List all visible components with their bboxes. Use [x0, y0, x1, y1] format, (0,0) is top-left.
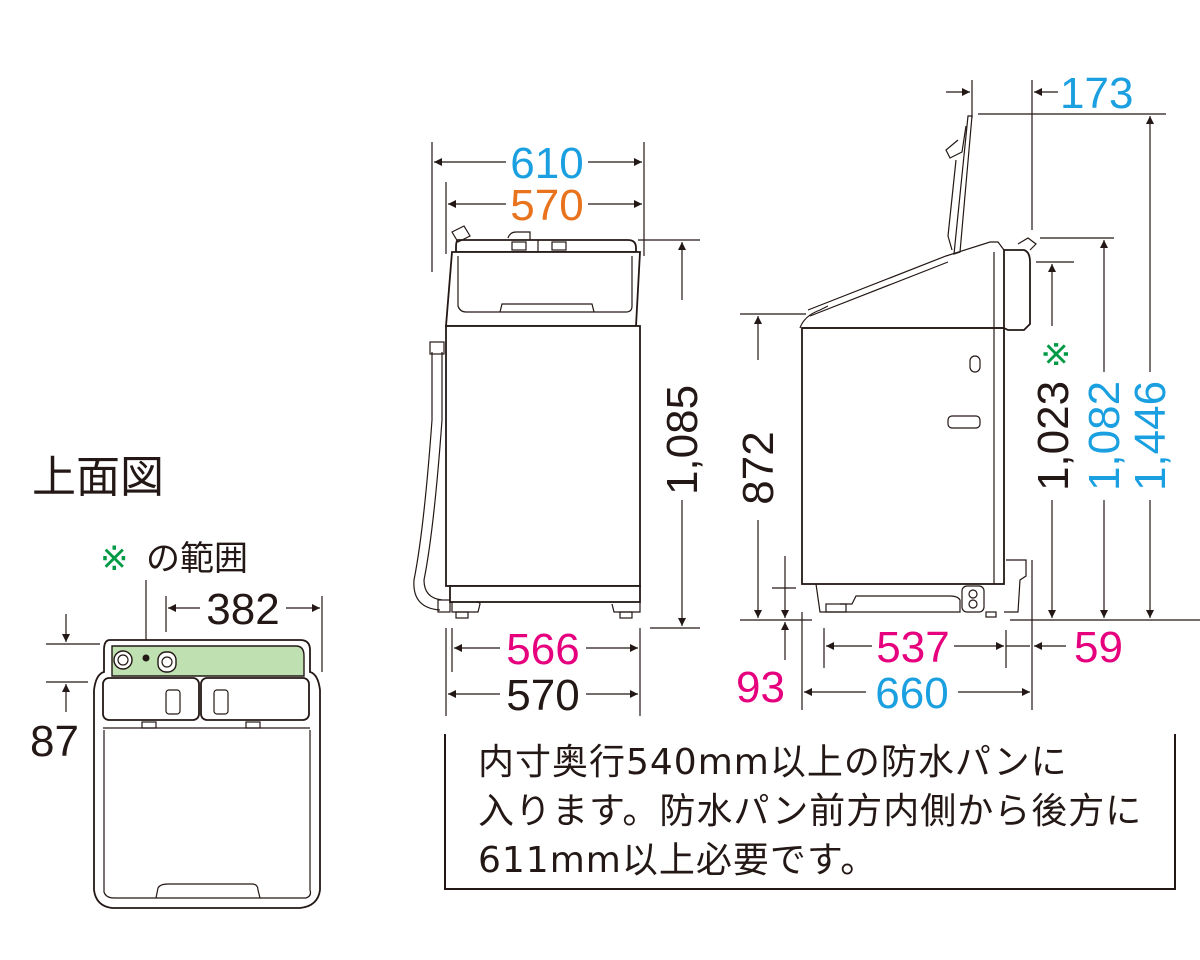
- dim-570-top: 570: [510, 181, 583, 230]
- note-line-3: 611mm以上必要です。: [478, 840, 878, 881]
- dim-660: 660: [875, 669, 948, 718]
- note-line-1: 内寸奥行540mm以上の防水パンに: [478, 742, 1068, 783]
- front-view: 610 570 1,085: [413, 139, 707, 720]
- range-label: の範囲: [146, 539, 248, 579]
- dim-566: 566: [506, 625, 579, 674]
- dim-93: 93: [736, 663, 785, 712]
- dim-87: 87: [30, 717, 79, 766]
- dim-610: 610: [510, 139, 583, 188]
- green-mark-icon: ※: [1037, 340, 1077, 369]
- note-line-2: 入ります。防水パン前方内側から後方に: [478, 791, 1143, 832]
- dim-1082: 1,082: [1080, 381, 1129, 491]
- side-view: 173 872 93: [734, 69, 1200, 718]
- installation-note: 内寸奥行540mm以上の防水パンに 入ります。防水パン前方内側から後方に 611…: [478, 738, 1168, 885]
- top-view: 上面図 ※ の範囲 382 87: [30, 452, 323, 909]
- hose-port-icon: [113, 650, 133, 670]
- dim-1446: 1,446: [1126, 381, 1175, 491]
- dim-59: 59: [1074, 623, 1123, 672]
- dim-537: 537: [876, 623, 949, 672]
- dim-173: 173: [1060, 69, 1133, 118]
- pointer-dot: [142, 654, 150, 662]
- water-inlet-icon: [157, 651, 177, 673]
- lid-panel-left: [102, 677, 200, 721]
- dim-382: 382: [206, 585, 279, 634]
- dim-570-bottom: 570: [506, 671, 579, 720]
- dim-1023: 1,023: [1029, 381, 1078, 491]
- dim-872: 872: [734, 431, 783, 504]
- top-view-title: 上面図: [32, 452, 164, 503]
- green-range-mark: ※: [100, 539, 129, 579]
- front-body: [445, 325, 641, 587]
- side-body: [801, 327, 1005, 585]
- front-top-panel: [445, 251, 641, 327]
- range-area: [111, 645, 305, 677]
- installation-note-box: [444, 734, 1176, 890]
- dim-1085: 1,085: [658, 385, 707, 495]
